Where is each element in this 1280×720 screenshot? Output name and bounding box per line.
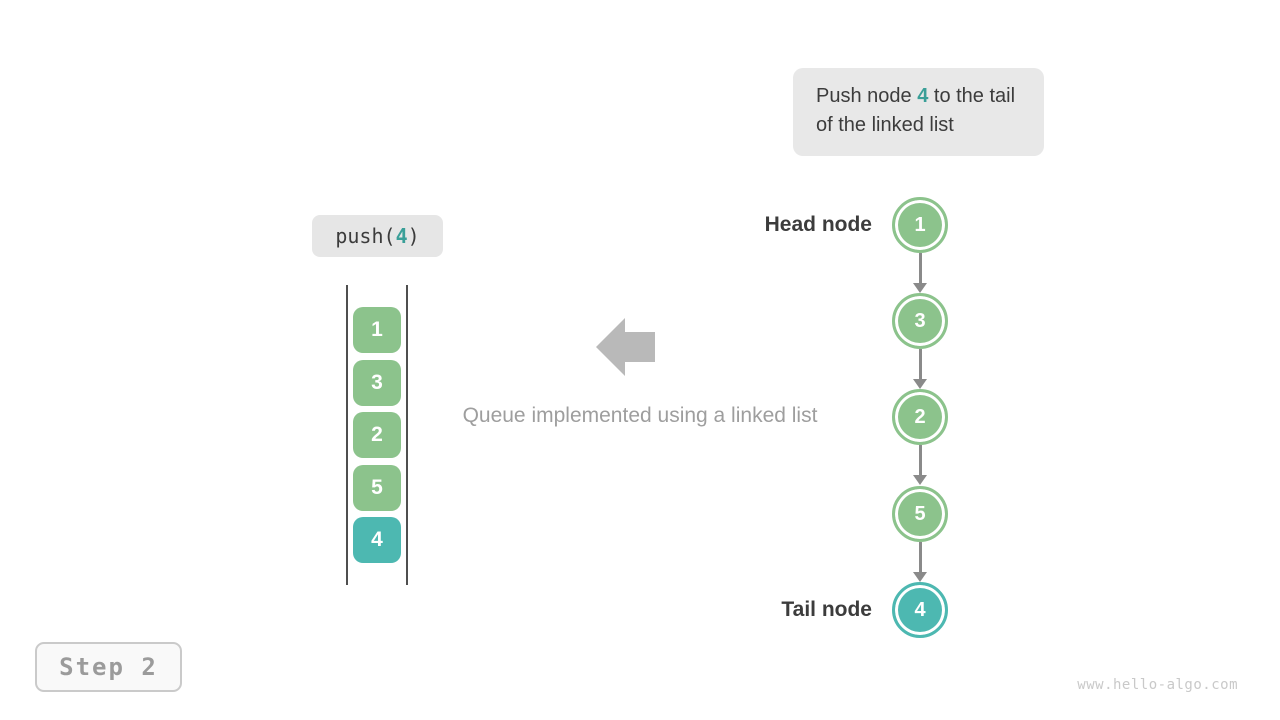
queue-left-wall <box>346 285 348 585</box>
queue-visualization: 1 3 2 5 4 <box>346 285 408 585</box>
operation-prefix: push( <box>335 224 396 248</box>
callout-text-prefix: Push node <box>816 85 918 107</box>
linked-list: 1 3 2 5 4 <box>892 197 948 639</box>
list-node-5: 5 <box>892 486 948 542</box>
queue-item-1: 1 <box>353 307 401 353</box>
node-arrow-down-icon <box>913 445 927 485</box>
node-arrow-down-icon <box>913 253 927 293</box>
callout-text-suffix: to the tail of the linked list <box>816 85 1016 136</box>
node-arrow-down-icon <box>913 542 927 582</box>
tail-node-label: Tail node <box>781 598 872 621</box>
operation-arg: 4 <box>395 224 408 248</box>
list-node-1: 1 <box>892 197 948 253</box>
list-node-2: 2 <box>892 389 948 445</box>
operation-label: push(4) <box>312 215 443 257</box>
queue-right-wall <box>406 285 408 585</box>
head-node-label: Head node <box>764 213 872 236</box>
left-block-arrow-icon <box>596 318 655 376</box>
watermark: www.hello-algo.com <box>1077 677 1238 693</box>
callout-bubble: Push node 4 to the tail of the linked li… <box>793 68 1044 156</box>
node-arrow-down-icon <box>913 349 927 389</box>
queue-item-2: 2 <box>353 412 401 458</box>
step-badge: Step 2 <box>35 642 182 692</box>
queue-item-4-highlighted: 4 <box>353 517 401 563</box>
operation-suffix: ) <box>407 224 420 248</box>
list-node-4-tail-highlighted: 4 <box>892 582 948 638</box>
callout-highlight-value: 4 <box>917 85 929 107</box>
queue-item-3: 3 <box>353 360 401 406</box>
diagram-caption: Queue implemented using a linked list <box>462 404 818 427</box>
list-node-3: 3 <box>892 293 948 349</box>
queue-item-5: 5 <box>353 465 401 511</box>
